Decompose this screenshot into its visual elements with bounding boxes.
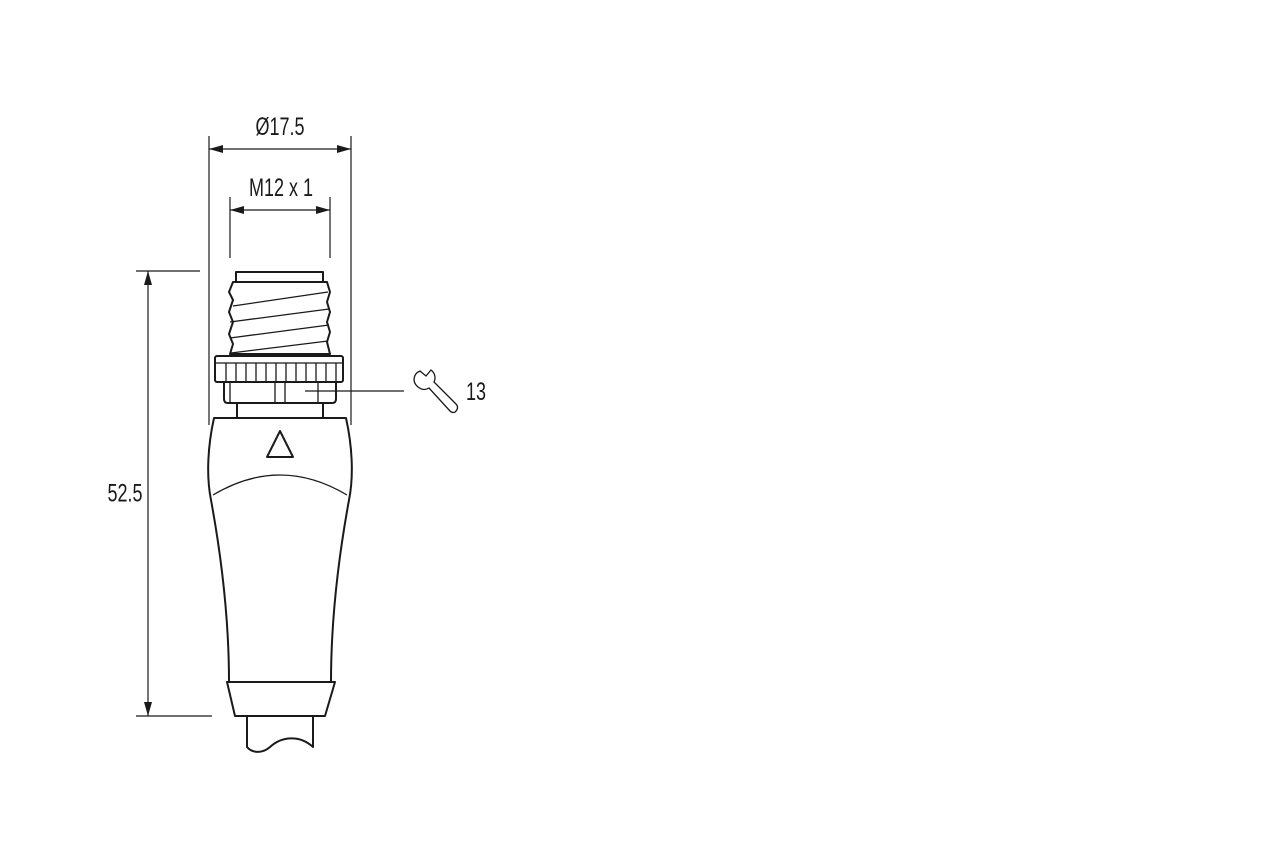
dimension-thread: M12 x 1 [229, 173, 331, 258]
end-cap [226, 681, 336, 717]
triangle-arrow-icon [266, 430, 294, 458]
thread-label: M12 x 1 [249, 173, 313, 202]
wrench-callout: 13 [305, 369, 486, 414]
length-label: 52.5 [107, 479, 142, 508]
dimension-outer-diameter: Ø17.5 [208, 112, 352, 425]
outer-diameter-label: Ø17.5 [256, 112, 305, 141]
coupling-nut [214, 355, 344, 383]
connector-body [207, 271, 353, 753]
grip-body [207, 417, 353, 683]
wrench-size-label: 13 [466, 377, 486, 406]
thread-section [228, 271, 331, 355]
wrench-icon [413, 369, 459, 414]
hex-section [223, 381, 337, 419]
cable [246, 715, 314, 753]
dimension-length: 52.5 [107, 270, 212, 717]
